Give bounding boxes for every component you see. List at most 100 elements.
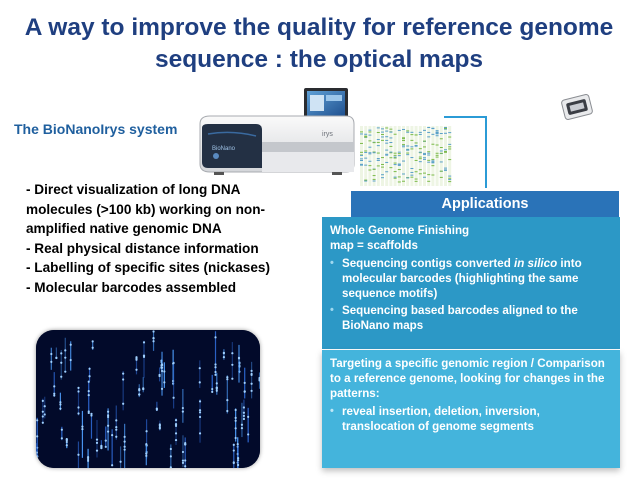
barcode-band (402, 180, 405, 182)
barcode-band (427, 159, 431, 161)
dna-label-spot (258, 376, 260, 380)
dna-label-spot (135, 356, 138, 359)
dna-label-spot (198, 367, 201, 370)
barcode-band (397, 181, 401, 183)
barcode-band (444, 132, 447, 134)
dna-label-spot (69, 343, 72, 346)
dna-molecule-streak (243, 399, 245, 420)
barcode-band (427, 152, 431, 154)
barcode-band (368, 165, 372, 167)
dna-molecule-streak (241, 402, 243, 438)
barcode-band (414, 178, 418, 180)
bullet-dot-icon: • (330, 257, 334, 269)
dna-label-spot (237, 456, 240, 460)
dna-label-spot (53, 394, 56, 397)
barcode-band (385, 149, 389, 151)
dna-label-spot (234, 419, 237, 422)
barcode-band (414, 145, 418, 147)
barcode-band (448, 132, 452, 134)
barcode-lane (406, 126, 410, 186)
svg-text:BioNano: BioNano (212, 146, 236, 152)
dna-molecule-streak (60, 349, 62, 380)
barcode-band (397, 155, 401, 157)
dna-molecule-streak (88, 380, 90, 414)
barcode-band (439, 161, 443, 163)
barcode-band (364, 179, 368, 181)
dna-label-spot (152, 340, 155, 343)
dna-label-spot (232, 449, 235, 452)
feature-line: amplified native genomic DNA (26, 221, 222, 236)
dna-label-spot (142, 341, 146, 344)
barcode-band (431, 161, 435, 163)
dna-label-spot (155, 408, 158, 411)
dna-label-spot (160, 369, 164, 373)
dna-molecule-streak (50, 347, 52, 370)
dna-label-spot (226, 376, 229, 379)
barcode-band (423, 176, 426, 178)
barcode-band (418, 169, 422, 171)
barcode-band (360, 154, 363, 156)
barcode-band (423, 172, 426, 174)
barcode-band (427, 174, 431, 176)
dna-label-spot (250, 382, 253, 385)
barcode-band (435, 131, 439, 133)
barcode-band (376, 139, 380, 141)
dna-label-spot (95, 438, 99, 441)
box1-bullet-text: Sequencing based barcodes aligned to the… (342, 304, 578, 332)
barcode-band (439, 132, 443, 134)
barcode-lane (423, 126, 426, 186)
dna-label-spot (50, 360, 53, 363)
dna-molecule-streak (235, 408, 237, 442)
dna-label-spot (115, 428, 118, 431)
barcode-band (427, 127, 431, 129)
dna-label-spot (174, 419, 178, 422)
dna-label-spot (198, 411, 202, 414)
barcode-band (439, 150, 443, 152)
dna-label-spot (231, 352, 234, 355)
barcode-band (435, 154, 439, 156)
barcode-band (389, 151, 393, 153)
barcode-band (393, 171, 397, 173)
dna-label-spot (163, 381, 166, 384)
barcode-band (389, 128, 393, 130)
dna-label-spot (242, 417, 246, 421)
dna-label-spot (123, 440, 126, 443)
dna-label-spot (181, 410, 184, 413)
barcode-band (364, 133, 368, 135)
dna-label-spot (115, 426, 118, 429)
dna-label-spot (50, 352, 53, 356)
dna-label-spot (60, 375, 63, 378)
dna-label-spot (214, 370, 217, 374)
barcode-band (364, 180, 368, 182)
dna-molecule-streak (145, 419, 148, 459)
dna-molecules-image (36, 330, 260, 468)
barcode-band (448, 175, 452, 177)
dna-label-spot (214, 336, 217, 339)
barcode-band (393, 162, 397, 164)
barcode-band (402, 137, 405, 139)
barcode-band (376, 152, 380, 154)
barcode-band (376, 158, 380, 160)
dna-label-spot (41, 415, 44, 418)
dna-label-spot (158, 426, 161, 429)
barcode-band (389, 131, 393, 133)
barcode-band (360, 151, 363, 153)
dna-label-spot (77, 412, 80, 415)
dna-label-spot (215, 382, 218, 385)
barcode-band (406, 145, 410, 147)
barcode-lane (427, 126, 431, 186)
dna-label-spot (106, 424, 110, 427)
dna-label-spot (60, 352, 63, 355)
dna-label-spot (181, 450, 185, 454)
dna-label-spot (145, 452, 148, 455)
barcode-band (381, 139, 384, 141)
barcode-band (435, 152, 439, 154)
barcode-band (368, 153, 372, 155)
dna-molecule-streak (211, 374, 213, 393)
dna-label-spot (142, 388, 145, 391)
barcode-band (410, 157, 414, 159)
applications-header: Applications (351, 191, 619, 217)
box1-bullet-italic: in silico (514, 257, 558, 270)
barcode-band (368, 160, 372, 162)
barcode-band (402, 128, 405, 130)
